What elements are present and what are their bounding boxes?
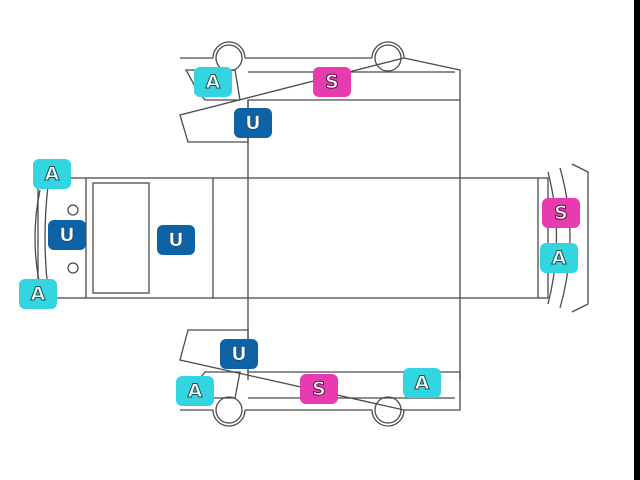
right-edge-bar	[634, 0, 640, 480]
badge-letter: A	[205, 70, 221, 93]
badge-roof-u: U	[157, 225, 195, 255]
badge-top-side-u: U	[234, 108, 272, 138]
badge-front-u: U	[48, 220, 86, 250]
badge-letter: A	[551, 246, 567, 269]
roof-view	[34, 100, 589, 380]
badge-letter: U	[168, 228, 184, 251]
badge-letter: A	[414, 371, 430, 394]
badge-letter: A	[30, 282, 46, 305]
badge-letter: S	[325, 70, 340, 93]
badge-bottom-side-s: S	[300, 374, 338, 404]
badge-letter: A	[187, 379, 203, 402]
badge-front-a-bottom: A	[19, 279, 57, 309]
badge-top-side-s: S	[313, 67, 351, 97]
badge-bottom-side-a-left: A	[176, 376, 214, 406]
badge-rear-a: A	[540, 243, 578, 273]
badge-letter: U	[245, 111, 261, 134]
badge-letter: A	[44, 162, 60, 185]
badge-letter: S	[312, 377, 327, 400]
badge-bottom-side-u: U	[220, 339, 258, 369]
badge-letter: U	[231, 342, 247, 365]
badge-front-a-top: A	[33, 159, 71, 189]
badge-top-side-a: A	[194, 67, 232, 97]
badge-letter: U	[59, 223, 75, 246]
badge-bottom-side-a-right: A	[403, 368, 441, 398]
badge-rear-s: S	[542, 198, 580, 228]
badge-letter: S	[554, 201, 569, 224]
